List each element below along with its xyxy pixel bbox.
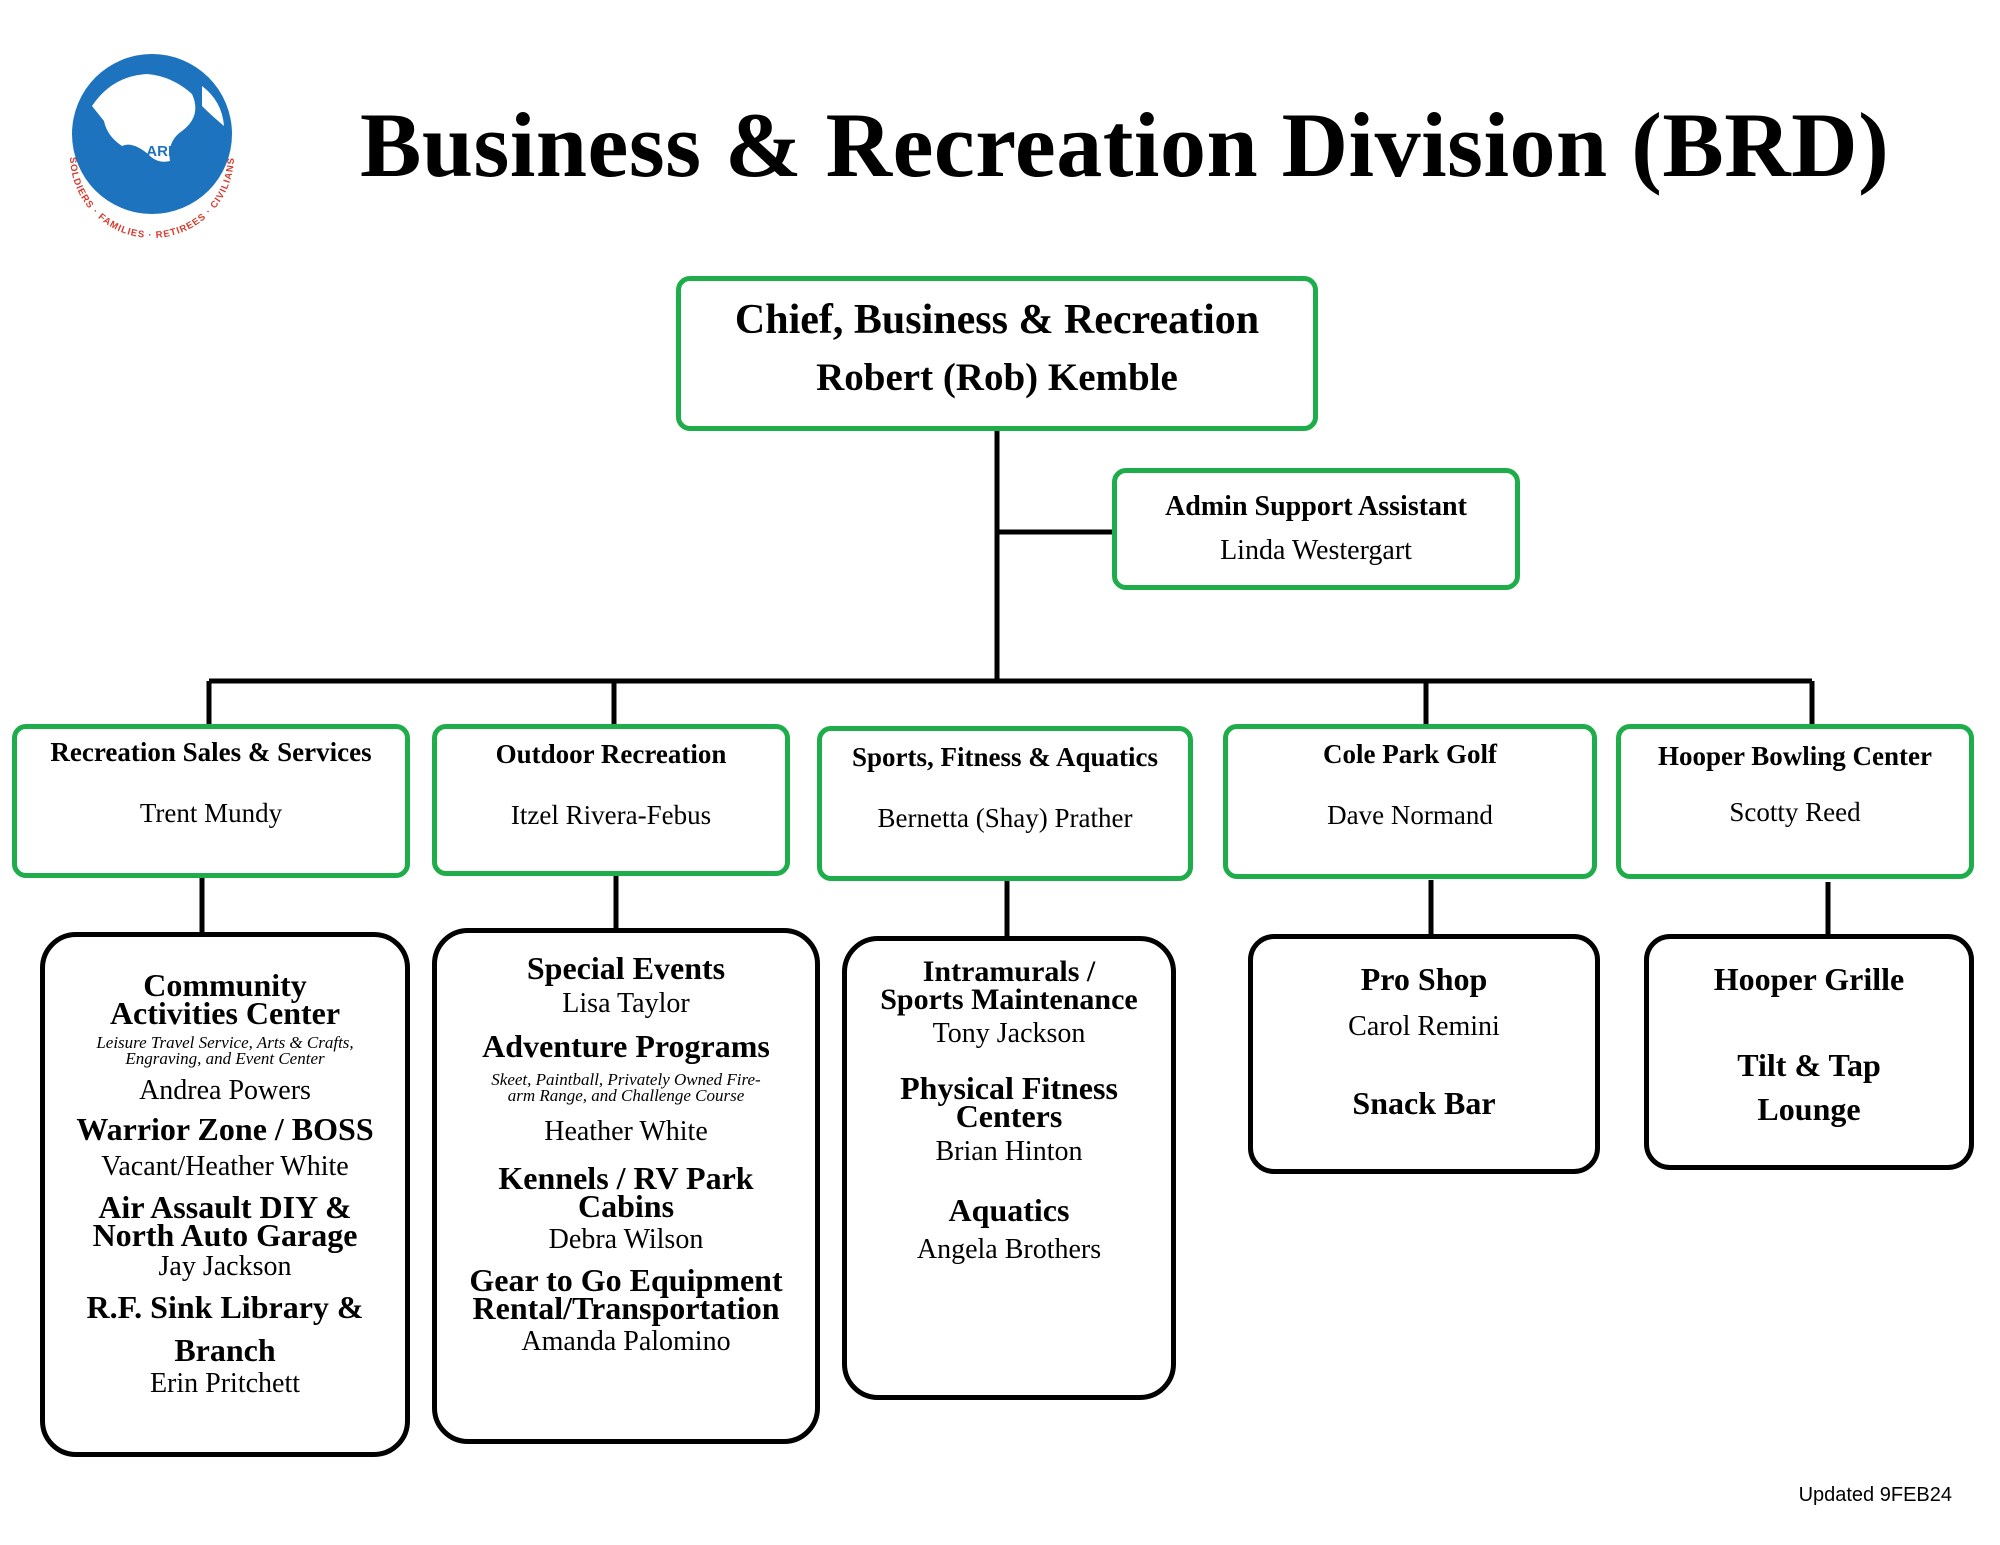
unit-title: Warrior Zone / BOSS xyxy=(76,1111,374,1147)
subunits-recreation-sales: Community Activities Center Leisure Trav… xyxy=(40,932,410,1457)
unit-title: Centers xyxy=(955,1098,1063,1134)
unit-manager: Brian Hinton xyxy=(935,1136,1083,1167)
unit-manager: Vacant/Heather White xyxy=(101,1151,349,1182)
unit-manager: Heather White xyxy=(544,1116,708,1147)
unit-description: Leisure Travel Service, Arts & Crafts, xyxy=(96,1033,354,1052)
subunits-hooper-bowling: Hooper Grille Tilt & Tap Lounge xyxy=(1644,934,1974,1170)
unit-title: Adventure Programs xyxy=(482,1028,770,1064)
unit-description: Skeet, Paintball, Privately Owned Fire- xyxy=(491,1070,761,1089)
unit-title: Lounge xyxy=(1757,1091,1861,1127)
branch-manager: Scotty Reed xyxy=(1729,797,1861,827)
branch-manager: Itzel Rivera-Febus xyxy=(510,800,712,830)
unit-title: North Auto Garage xyxy=(92,1217,358,1253)
unit-manager: Debra Wilson xyxy=(548,1224,704,1255)
branch-manager: Dave Normand xyxy=(1327,800,1493,830)
unit-title: Sports Maintenance xyxy=(880,983,1138,1016)
branch-manager: Trent Mundy xyxy=(139,798,283,828)
unit-title: Hooper Grille xyxy=(1713,961,1905,997)
branch-box-recreation-sales: Recreation Sales & Services Trent Mundy xyxy=(12,724,410,878)
subunits-cole-park-golf: Pro Shop Carol Remini Snack Bar xyxy=(1248,934,1600,1174)
admin-name: Linda Westergart xyxy=(1220,535,1412,566)
unit-manager: Andrea Powers xyxy=(139,1075,311,1106)
subunits-sports-fitness-aquatics: Intramurals / Sports Maintenance Tony Ja… xyxy=(842,936,1176,1400)
chief-box: Chief, Business & Recreation Robert (Rob… xyxy=(676,276,1318,431)
unit-title: Cabins xyxy=(577,1188,675,1224)
unit-title: Air Assault DIY & xyxy=(98,1189,352,1225)
page-title: Business & Recreation Division (BRD) xyxy=(360,94,1890,196)
branch-box-outdoor-recreation: Outdoor Recreation Itzel Rivera-Febus xyxy=(432,724,790,876)
unit-title: Intramurals / xyxy=(922,955,1096,988)
unit-title: Community Activities Center xyxy=(109,967,341,1031)
unit-title: Rental/Transportation xyxy=(472,1290,780,1326)
branch-box-sports-fitness-aquatics: Sports, Fitness & Aquatics Bernetta (Sha… xyxy=(817,726,1193,881)
unit-manager: Amanda Palomino xyxy=(521,1326,731,1357)
unit-title: Special Events xyxy=(526,950,726,986)
subunits-outdoor-recreation: Special Events Lisa Taylor Adventure Pro… xyxy=(432,928,820,1444)
branch-title: Sports, Fitness & Aquatics xyxy=(851,742,1159,772)
unit-title: Snack Bar xyxy=(1352,1085,1496,1121)
svg-text:U.S. ARMY: U.S. ARMY xyxy=(114,143,191,160)
branch-title: Outdoor Recreation xyxy=(495,739,727,769)
branch-title: Recreation Sales & Services xyxy=(50,737,372,767)
unit-title: Kennels / RV Park xyxy=(498,1160,754,1196)
unit-title: Pro Shop xyxy=(1360,961,1488,997)
branch-box-hooper-bowling: Hooper Bowling Center Scotty Reed xyxy=(1616,724,1974,879)
mwr-logo: U.S. ARMY MWR SOLDIERS · FAMILIES · RETI… xyxy=(52,46,252,246)
unit-manager: Erin Pritchett xyxy=(149,1368,301,1399)
unit-manager: Jay Jackson xyxy=(158,1251,292,1282)
admin-box: Admin Support Assistant Linda Westergart xyxy=(1112,468,1520,590)
unit-title: Physical Fitness xyxy=(900,1070,1118,1106)
unit-manager: Lisa Taylor xyxy=(562,988,690,1019)
unit-title: Aquatics xyxy=(948,1192,1070,1228)
unit-manager: Tony Jackson xyxy=(932,1018,1086,1049)
updated-date: Updated 9FEB24 xyxy=(1798,1484,1952,1506)
unit-title: Tilt & Tap xyxy=(1737,1047,1881,1083)
branch-title: Cole Park Golf xyxy=(1323,739,1497,769)
chief-role: Chief, Business & Recreation xyxy=(734,297,1260,343)
mwr-globe-icon: U.S. ARMY MWR SOLDIERS · FAMILIES · RETI… xyxy=(67,54,236,241)
admin-role: Admin Support Assistant xyxy=(1165,491,1467,522)
unit-description: Engraving, and Event Center xyxy=(125,1049,325,1068)
svg-text:MWR: MWR xyxy=(110,158,195,196)
chief-name: Robert (Rob) Kemble xyxy=(816,356,1178,399)
branch-title: Hooper Bowling Center xyxy=(1658,741,1932,771)
unit-description: arm Range, and Challenge Course xyxy=(507,1086,745,1105)
unit-title: Branch xyxy=(174,1332,276,1368)
branch-manager: Bernetta (Shay) Prather xyxy=(877,803,1133,833)
unit-manager: Angela Brothers xyxy=(916,1234,1102,1265)
branch-box-cole-park-golf: Cole Park Golf Dave Normand xyxy=(1223,724,1597,879)
unit-manager: Carol Remini xyxy=(1348,1011,1500,1042)
unit-title: R.F. Sink Library & xyxy=(86,1289,364,1325)
unit-title: Gear to Go Equipment xyxy=(469,1262,783,1298)
